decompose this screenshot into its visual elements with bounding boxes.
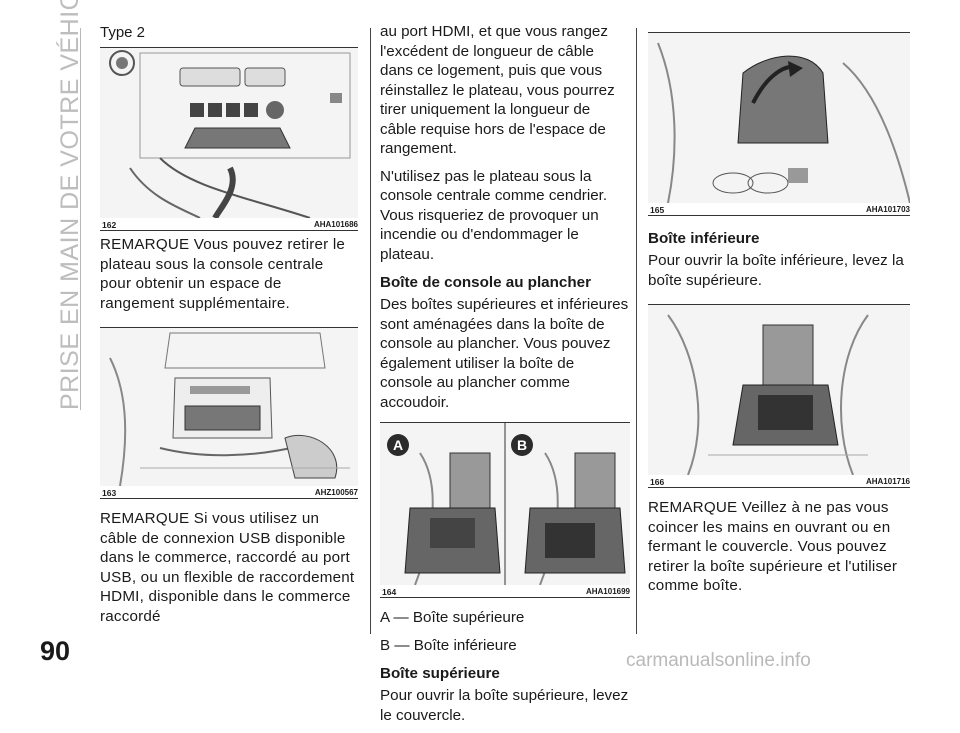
figure-caption: 165 AHA101703 xyxy=(648,203,910,215)
sidebar-rule xyxy=(80,28,81,410)
figure-code: AHA101703 xyxy=(865,205,910,214)
section-heading: Boîte supérieure xyxy=(380,665,500,682)
column-1: Type 2 162 AHA101686 REMARQUE Vous pouve… xyxy=(100,24,358,634)
badge-b-label: B xyxy=(517,437,527,453)
figure-number: 164 xyxy=(382,587,397,597)
note-paragraph: REMARQUE Veillez à ne pas vous coincer l… xyxy=(648,499,898,594)
body-paragraph: N'utilisez pas le plateau sous la consol… xyxy=(380,167,608,263)
figure-number: 166 xyxy=(650,477,665,487)
figure-number: 165 xyxy=(650,205,665,215)
column-separator xyxy=(636,28,637,634)
badge-a xyxy=(387,434,409,456)
column-3: 165 AHA101703 Boîte inférieure Pour ouvr… xyxy=(648,28,910,604)
body-paragraph: Pour ouvrir la boîte inférieure, levez l… xyxy=(648,252,904,289)
figure-caption: 163 AHZ100567 xyxy=(100,486,358,498)
usb-storage-illustration xyxy=(100,328,358,486)
figure-caption: 166 AHA101716 xyxy=(648,475,910,487)
badge-b xyxy=(511,434,533,456)
console-box-illustration: A B xyxy=(380,423,630,585)
legend-item: A — Boîte supérieure xyxy=(380,609,525,626)
body-paragraph: Des boîtes supérieures et inférieures so… xyxy=(380,296,629,411)
type-label: Type 2 xyxy=(100,24,146,41)
note-paragraph: REMARQUE Vous pouvez retirer le plateau … xyxy=(100,236,346,312)
figure-code: AHZ100567 xyxy=(314,488,358,497)
body-paragraph: Pour ouvrir la boîte supérieure, levez l… xyxy=(380,687,629,724)
figure-caption: 164 AHA101699 xyxy=(380,585,630,597)
column-separator xyxy=(370,28,371,634)
figure-code: AHA101686 xyxy=(313,220,358,229)
page-number: 90 xyxy=(40,636,71,666)
figure-162: 162 AHA101686 xyxy=(100,47,358,231)
figure-number: 163 xyxy=(102,488,117,498)
figure-code: AHA101716 xyxy=(865,477,910,486)
section-heading: Boîte inférieure xyxy=(648,230,760,247)
section-heading: Boîte de console au plancher xyxy=(380,274,591,291)
figure-164: A B 164 AHA101699 xyxy=(380,422,630,598)
figure-165: 165 AHA101703 xyxy=(648,32,910,216)
watermark: carmanualsonline.info xyxy=(626,650,811,671)
badge-a-label: A xyxy=(393,437,403,453)
column-2: au port HDMI, et que vous rangez l'excéd… xyxy=(380,22,630,733)
figure-caption: 162 AHA101686 xyxy=(100,218,358,230)
legend-item: B — Boîte inférieure xyxy=(380,636,517,654)
lower-box-open-illustration xyxy=(648,305,910,475)
figure-code: AHA101699 xyxy=(585,587,630,596)
console-tray-illustration xyxy=(100,48,358,218)
body-paragraph: au port HDMI, et que vous rangez l'excéd… xyxy=(380,23,615,157)
figure-166: 166 AHA101716 xyxy=(648,304,910,488)
figure-163: 163 AHZ100567 xyxy=(100,327,358,499)
upper-box-open-illustration xyxy=(648,33,910,203)
figure-number: 162 xyxy=(102,220,117,230)
note-paragraph: REMARQUE Si vous utilisez un câble de co… xyxy=(100,510,355,625)
